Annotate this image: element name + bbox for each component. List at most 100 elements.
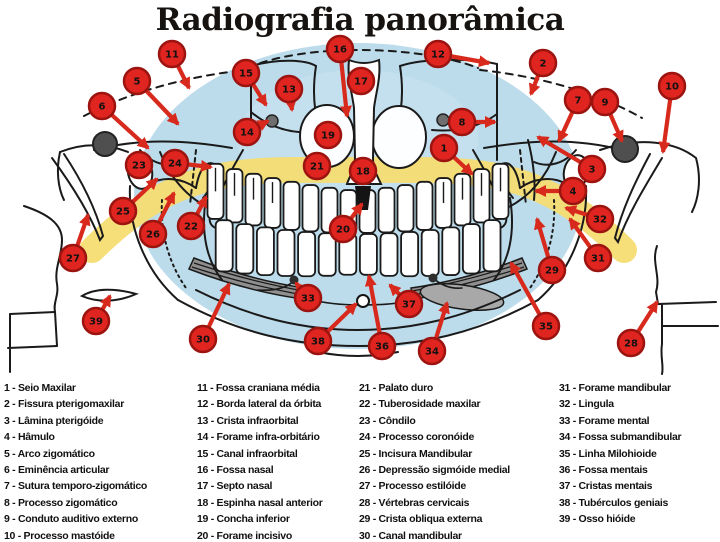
marker-36: 36 <box>364 274 397 361</box>
marker-6: 6 <box>87 91 150 150</box>
marker-8: 8 <box>447 107 497 137</box>
marker-circle-38 <box>303 326 333 356</box>
legend-item-10: 10 - Processo mastóide <box>4 529 115 542</box>
marker-circle-5 <box>122 66 152 96</box>
genial-tubercle-circle <box>356 294 370 308</box>
legend-item-25: 25 - Incisura Mandibular <box>359 447 472 460</box>
marker-number-8: 8 <box>459 118 466 129</box>
marker-number-3: 3 <box>589 165 596 176</box>
marker-35: 35 <box>509 261 561 341</box>
marker-circle-6 <box>87 91 117 121</box>
marker-38: 38 <box>303 302 358 356</box>
marker-number-39: 39 <box>89 317 103 328</box>
marker-26: 26 <box>138 191 176 249</box>
legend-item-37: 37 - Cristas mentais <box>559 480 653 493</box>
marker-number-26: 26 <box>146 230 160 241</box>
marker-number-18: 18 <box>356 167 370 178</box>
marker-number-35: 35 <box>539 322 553 333</box>
marker-number-19: 19 <box>321 131 335 142</box>
legend-item-17: 17 - Septo nasal <box>197 480 273 493</box>
marker-circle-1 <box>429 133 459 163</box>
legend-item-8: 8 - Processo zigomático <box>4 496 118 509</box>
marker-number-4: 4 <box>570 187 577 198</box>
marker-13: 13 <box>274 74 304 112</box>
marker-29: 29 <box>534 217 567 285</box>
marker-circle-35 <box>531 311 561 341</box>
marker-circle-12 <box>423 39 453 69</box>
mental-foramen-dot-right <box>428 273 438 283</box>
marker-number-16: 16 <box>333 45 347 56</box>
marker-circle-15 <box>231 58 261 88</box>
marker-number-33: 33 <box>301 294 315 305</box>
marker-5: 5 <box>122 66 180 126</box>
legend-item-5: 5 - Arco zigomático <box>4 447 95 460</box>
legend-item-26: 26 - Depressão sigmóide medial <box>359 464 510 477</box>
marker-number-21: 21 <box>310 162 324 173</box>
legend-item-21: 21 - Palato duro <box>359 382 433 394</box>
marker-circle-17 <box>346 66 376 96</box>
marker-number-5: 5 <box>134 77 141 88</box>
marker-circle-30 <box>188 324 218 354</box>
infraorbital-foramen-dot-right <box>436 113 450 127</box>
marker-number-9: 9 <box>602 98 609 109</box>
marker-circle-13 <box>274 74 304 104</box>
marker-39: 39 <box>81 294 112 336</box>
marker-number-1: 1 <box>441 144 448 155</box>
legend-item-3: 3 - Lâmina pterigóide <box>4 414 104 427</box>
marker-number-32: 32 <box>593 215 607 226</box>
legend-item-7: 7 - Sutura temporo-zigomático <box>4 480 147 493</box>
marker-number-7: 7 <box>575 96 582 107</box>
marker-11: 11 <box>157 39 191 90</box>
legend-item-31: 31 - Forame mandibular <box>559 382 671 394</box>
marker-14: 14 <box>232 117 270 147</box>
legend-item-16: 16 - Fossa nasal <box>197 464 274 477</box>
marker-number-20: 20 <box>336 225 350 236</box>
marker-number-34: 34 <box>425 347 439 358</box>
marker-circle-16 <box>325 34 355 64</box>
marker-24: 24 <box>160 148 213 178</box>
marker-number-29: 29 <box>545 266 559 277</box>
legend-item-2: 2 - Fissura pterigomaxilar <box>4 398 124 411</box>
marker-33: 33 <box>293 281 323 313</box>
legend-item-20: 20 - Forame incisivo <box>197 529 292 542</box>
marker-circle-33 <box>293 283 323 313</box>
marker-32: 32 <box>564 204 615 234</box>
skull-diagram-svg: 1234567891011121314151617181920212223242… <box>7 34 719 375</box>
marker-7: 7 <box>557 85 593 143</box>
marker-34: 34 <box>417 301 450 366</box>
marker-3: 3 <box>536 135 607 184</box>
marker-10: 10 <box>657 71 687 154</box>
marker-number-23: 23 <box>132 161 146 172</box>
marker-number-17: 17 <box>354 77 368 88</box>
marker-circle-26 <box>138 219 168 249</box>
marker-number-30: 30 <box>196 335 210 346</box>
marker-circle-18 <box>348 156 378 186</box>
marker-27: 27 <box>58 213 91 273</box>
marker-number-24: 24 <box>168 159 182 170</box>
legend-item-22: 22 - Tuberosidade maxilar <box>359 398 481 411</box>
marker-circle-24 <box>160 148 190 178</box>
legend-column-3: 21 - Palato duro 22 - Tuberosidade maxila… <box>359 380 510 542</box>
marker-20: 20 <box>328 202 364 244</box>
marker-number-14: 14 <box>240 128 254 139</box>
marker-31: 31 <box>568 217 613 273</box>
marker-circle-14 <box>232 117 262 147</box>
marker-circle-20 <box>328 214 358 244</box>
marker-9: 9 <box>590 87 624 143</box>
ear-canal-circle-right <box>611 135 639 163</box>
marker-circle-39 <box>81 306 111 336</box>
legend-item-23: 23 - Côndilo <box>359 414 416 427</box>
marker-circle-8 <box>447 107 477 137</box>
marker-circle-37 <box>394 289 424 319</box>
teeth <box>206 162 510 278</box>
marker-circle-21 <box>302 151 332 181</box>
legend-item-13: 13 - Crista infraorbital <box>197 414 299 427</box>
marker-17: 17 <box>346 66 376 96</box>
marker-number-37: 37 <box>402 300 416 311</box>
marker-22: 22 <box>176 195 208 241</box>
marker-number-27: 27 <box>66 254 80 265</box>
